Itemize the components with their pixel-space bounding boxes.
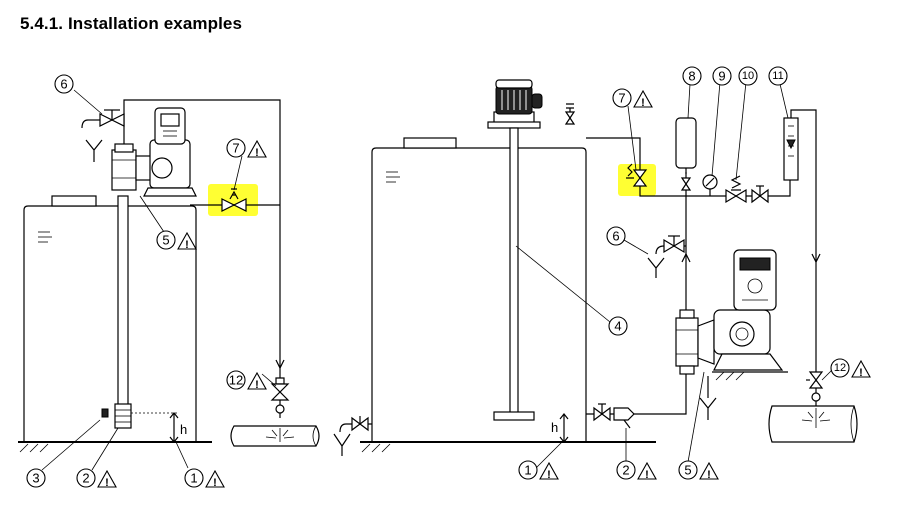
callout-5-left: 5 !	[156, 230, 197, 251]
warning-icon	[247, 139, 267, 158]
svg-text:5: 5	[162, 233, 169, 248]
callout-12-left: 12 !	[226, 370, 267, 391]
agitator-propeller	[493, 411, 535, 421]
callouts: 6 7 ! 5 ! 3 2 ! 1 !	[26, 66, 871, 489]
svg-text:9: 9	[718, 69, 725, 84]
drain-left	[85, 139, 103, 162]
svg-text:12: 12	[229, 373, 243, 388]
pump-head-right	[675, 317, 699, 367]
right-installation: h	[333, 79, 858, 456]
svg-text:8: 8	[688, 69, 695, 84]
warning-icon	[699, 461, 719, 480]
callout-6-right: 6	[606, 226, 626, 246]
warning-icon	[205, 469, 225, 488]
callout-12-right: 12 !	[830, 358, 871, 379]
svg-text:7: 7	[618, 91, 625, 106]
svg-text:!: !	[645, 469, 649, 481]
svg-text:5: 5	[684, 463, 691, 478]
drain-6-right	[647, 245, 665, 278]
pump-head-left	[111, 149, 137, 191]
svg-text:4: 4	[614, 319, 621, 334]
drain-right-tank	[333, 423, 351, 456]
callout-11-right: 11	[768, 66, 788, 86]
left-installation: h	[18, 99, 320, 453]
svg-text:10: 10	[742, 70, 754, 82]
filter-right	[613, 407, 635, 421]
callout-4-right: 4	[608, 316, 628, 336]
pulsation-damper	[675, 117, 697, 169]
warning-icon	[637, 461, 657, 480]
svg-text:2: 2	[622, 463, 629, 478]
svg-text:!: !	[105, 477, 109, 489]
callout-1-left: 1 !	[184, 468, 225, 489]
main-pipe-right	[768, 405, 858, 443]
warning-icon	[539, 461, 559, 480]
main-pipe-left	[230, 425, 320, 447]
right-tank-cap	[403, 137, 457, 149]
drain-pump-right	[699, 376, 717, 420]
svg-text:!: !	[707, 469, 711, 481]
height-label-left: h	[180, 422, 187, 437]
svg-text:!: !	[185, 239, 189, 251]
warning-icon	[247, 371, 267, 390]
callout-3-left: 3	[26, 468, 46, 488]
height-label-right: h	[551, 420, 558, 435]
svg-text:1: 1	[524, 463, 531, 478]
svg-text:6: 6	[60, 77, 67, 92]
line-to-injection-right	[790, 109, 817, 372]
callout-10-right: 10	[738, 66, 758, 86]
svg-text:!: !	[213, 477, 217, 489]
pump-bracket-right	[713, 353, 784, 371]
page-title: 5.4.1. Installation examples	[20, 14, 243, 33]
svg-text:!: !	[255, 147, 259, 159]
svg-text:7: 7	[232, 141, 239, 156]
callout-5-right: 5 !	[678, 460, 719, 481]
svg-text:!: !	[859, 367, 863, 379]
svg-text:1: 1	[190, 471, 197, 486]
callout-7-right: 7 !	[612, 88, 653, 109]
svg-text:!: !	[255, 379, 259, 391]
svg-text:11: 11	[772, 70, 783, 82]
callout-2-left: 2 !	[76, 468, 117, 489]
right-tank	[371, 147, 587, 442]
warning-icon	[633, 89, 653, 108]
callout-6-left: 6	[54, 74, 74, 94]
left-tank	[23, 205, 197, 442]
svg-text:!: !	[547, 469, 551, 481]
callout-9-right: 9	[712, 66, 732, 86]
svg-text:3: 3	[32, 471, 39, 486]
svg-text:12: 12	[834, 362, 846, 374]
callout-2-right: 2 !	[616, 460, 657, 481]
return-line-right	[586, 137, 791, 197]
warning-icon	[97, 469, 117, 488]
svg-text:6: 6	[612, 229, 619, 244]
callout-1-right: 1 !	[518, 460, 559, 481]
svg-text:!: !	[641, 97, 645, 109]
agitator-shaft	[509, 127, 519, 415]
warning-icon	[177, 231, 197, 250]
callout-7-left: 7 !	[226, 138, 267, 159]
suction-pipe-left	[117, 195, 129, 407]
callout-8-right: 8	[682, 66, 702, 86]
highlight-marker-right	[618, 164, 656, 196]
warning-icon	[851, 359, 871, 378]
left-tank-cap	[51, 195, 97, 207]
level-probe	[101, 408, 109, 418]
svg-text:2: 2	[82, 471, 89, 486]
